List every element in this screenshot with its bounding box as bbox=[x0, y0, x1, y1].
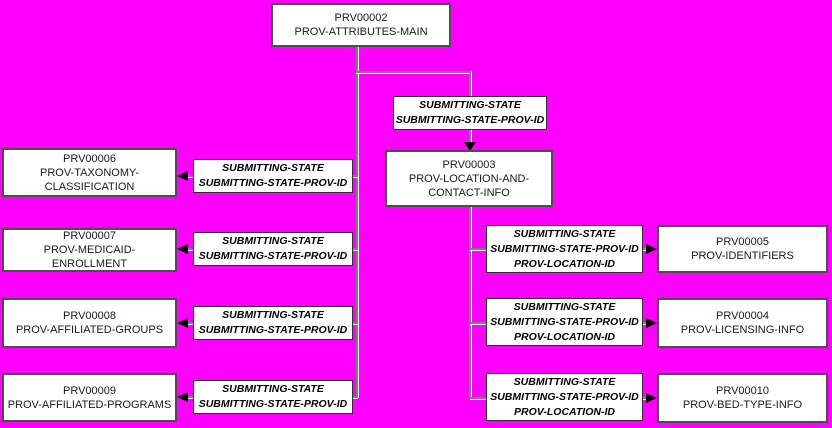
key-field: PROV-LOCATION-ID bbox=[514, 405, 615, 418]
entity-name: PROV-AFFILIATED-GROUPS bbox=[15, 324, 164, 336]
key-field: SUBMITTING-STATE bbox=[419, 99, 521, 111]
key-field: SUBMITTING-STATE bbox=[222, 235, 324, 247]
key-field: SUBMITTING-STATE bbox=[513, 227, 616, 240]
entity-code: PRV00006 bbox=[62, 152, 116, 165]
entity-code: PRV00003 bbox=[442, 158, 496, 171]
key-field: PROV-LOCATION-ID bbox=[514, 257, 615, 270]
connector-trunk-left bbox=[356, 47, 358, 398]
arrowhead-into-prv00007 bbox=[177, 244, 188, 254]
relationship-label-location-to-bed-type: SUBMITTING-STATE SUBMITTING-STATE-PROV-I… bbox=[486, 373, 643, 421]
relationship-label-main-to-aff-groups: SUBMITTING-STATE SUBMITTING-STATE-PROV-I… bbox=[193, 306, 353, 340]
key-field: SUBMITTING-STATE-PROV-ID bbox=[198, 398, 348, 410]
key-field: SUBMITTING-STATE bbox=[513, 375, 616, 388]
relationship-label-main-to-taxonomy: SUBMITTING-STATE SUBMITTING-STATE-PROV-I… bbox=[193, 159, 353, 193]
key-field: SUBMITTING-STATE bbox=[222, 309, 324, 321]
connector-trunk-right bbox=[469, 207, 471, 399]
entity-prov-identifiers: PRV00005 PROV-IDENTIFIERS bbox=[657, 225, 828, 273]
entity-prov-medicaid-enrollment: PRV00007 PROV-MEDICAID-ENROLLMENT bbox=[2, 228, 177, 272]
connector-top-branch-h bbox=[356, 71, 471, 73]
key-field: SUBMITTING-STATE-PROV-ID bbox=[198, 177, 348, 189]
relationship-label-main-to-medicaid: SUBMITTING-STATE SUBMITTING-STATE-PROV-I… bbox=[193, 232, 353, 266]
key-field: SUBMITTING-STATE bbox=[222, 162, 324, 174]
entity-prov-licensing-info: PRV00004 PROV-LICENSING-INFO bbox=[657, 298, 828, 348]
entity-code: PRV00004 bbox=[715, 310, 769, 322]
entity-name: PROV-LOCATION-AND-CONTACT-INFO bbox=[408, 172, 530, 199]
key-field: SUBMITTING-STATE-PROV-ID bbox=[490, 390, 639, 403]
entity-prov-affiliated-programs: PRV00009 PROV-AFFILIATED-PROGRAMS bbox=[2, 373, 177, 422]
entity-prov-location-and-contact-info: PRV00003 PROV-LOCATION-AND-CONTACT-INFO bbox=[385, 150, 553, 207]
relationship-label-main-to-aff-programs: SUBMITTING-STATE SUBMITTING-STATE-PROV-I… bbox=[193, 380, 353, 414]
entity-prov-attributes-main: PRV00002 PROV-ATTRIBUTES-MAIN bbox=[271, 3, 451, 47]
entity-code: PRV00009 bbox=[62, 384, 116, 397]
relationship-label-location-to-identifiers: SUBMITTING-STATE SUBMITTING-STATE-PROV-I… bbox=[486, 225, 643, 273]
entity-code: PRV00002 bbox=[334, 12, 388, 24]
entity-name: PROV-LICENSING-INFO bbox=[680, 324, 805, 336]
entity-prov-affiliated-groups: PRV00008 PROV-AFFILIATED-GROUPS bbox=[2, 298, 177, 348]
entity-prov-taxonomy-classification: PRV00006 PROV-TAXONOMY-CLASSIFICATION bbox=[2, 148, 177, 197]
entity-name: PROV-MEDICAID-ENROLLMENT bbox=[43, 244, 136, 270]
entity-name: PROV-IDENTIFIERS bbox=[691, 250, 794, 262]
entity-code: PRV00005 bbox=[715, 236, 769, 248]
arrowhead-into-prv00009 bbox=[177, 392, 188, 402]
relationship-label-location-to-licensing: SUBMITTING-STATE SUBMITTING-STATE-PROV-I… bbox=[486, 298, 643, 346]
entity-code: PRV00010 bbox=[715, 385, 769, 397]
entity-name: PROV-ATTRIBUTES-MAIN bbox=[294, 26, 428, 38]
entity-name: PROV-BED-TYPE-INFO bbox=[682, 399, 803, 411]
key-field: SUBMITTING-STATE bbox=[222, 383, 324, 395]
entity-prov-bed-type-info: PRV00010 PROV-BED-TYPE-INFO bbox=[657, 373, 828, 423]
key-field: SUBMITTING-STATE-PROV-ID bbox=[198, 250, 348, 262]
entity-name: PROV-TAXONOMY-CLASSIFICATION bbox=[39, 166, 140, 193]
entity-code: PRV00008 bbox=[62, 310, 116, 322]
key-field: SUBMITTING-STATE-PROV-ID bbox=[198, 324, 348, 336]
relationship-label-main-to-location: SUBMITTING-STATE SUBMITTING-STATE-PROV-I… bbox=[393, 96, 547, 130]
key-field: SUBMITTING-STATE-PROV-ID bbox=[490, 315, 639, 328]
key-field: SUBMITTING-STATE-PROV-ID bbox=[395, 114, 545, 126]
key-field: SUBMITTING-STATE bbox=[513, 300, 616, 313]
arrowhead-into-prv00005 bbox=[646, 244, 657, 254]
arrowhead-into-prv00010 bbox=[646, 393, 657, 403]
entity-name: PROV-AFFILIATED-PROGRAMS bbox=[7, 398, 172, 411]
arrowhead-into-prv00003 bbox=[464, 142, 476, 151]
entity-code: PRV00007 bbox=[62, 230, 116, 242]
arrowhead-into-prv00008 bbox=[177, 318, 188, 328]
arrowhead-into-prv00004 bbox=[646, 318, 657, 328]
arrowhead-into-prv00006 bbox=[177, 171, 188, 181]
key-field: PROV-LOCATION-ID bbox=[514, 330, 615, 343]
key-field: SUBMITTING-STATE-PROV-ID bbox=[490, 242, 639, 255]
